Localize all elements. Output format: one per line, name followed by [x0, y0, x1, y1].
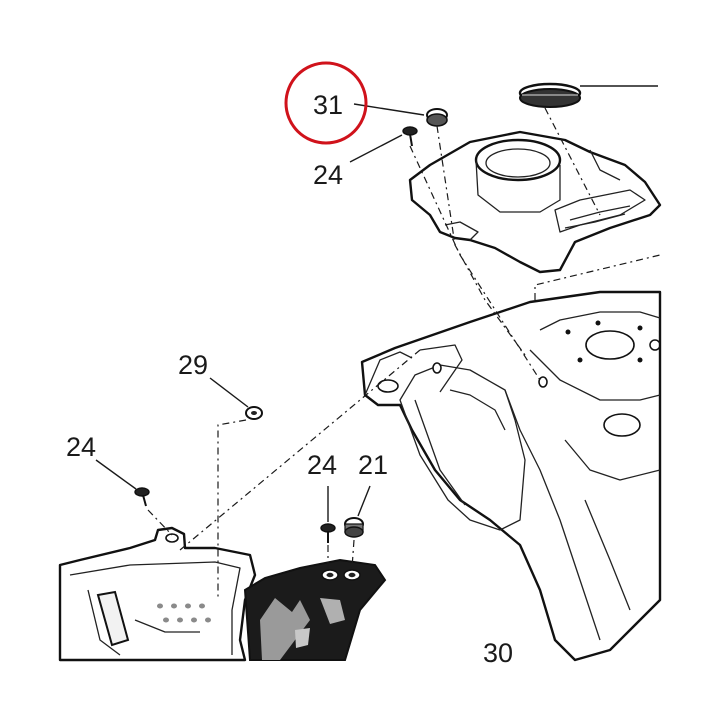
decal-panel: [243, 558, 387, 661]
grommet-31: [426, 108, 448, 127]
filler-gasket: [518, 82, 582, 108]
callout-21: 21: [358, 450, 388, 480]
grommet-21: [344, 517, 364, 538]
callout-24-top: 24: [313, 160, 343, 190]
assembly-lines: [147, 107, 661, 600]
washer-29: [245, 406, 263, 420]
side-panel-left: [58, 526, 257, 662]
callout-29: 29: [178, 350, 208, 380]
fuel-tank-30: [360, 290, 662, 662]
callout-24-left: 24: [66, 432, 96, 462]
screw-24-left: [134, 487, 150, 507]
vent-holes: [157, 603, 211, 623]
screw-24-mid: [320, 523, 336, 543]
screw-24-top: [402, 126, 418, 147]
callout-24-mid: 24: [307, 450, 337, 480]
tank-cover-upper: [408, 130, 662, 274]
callout-31: 31: [313, 90, 343, 120]
highlight-circle: [284, 61, 368, 145]
callout-30: 30: [483, 638, 513, 668]
callouts: 31 24 29 24 24 21 30: [66, 90, 513, 668]
